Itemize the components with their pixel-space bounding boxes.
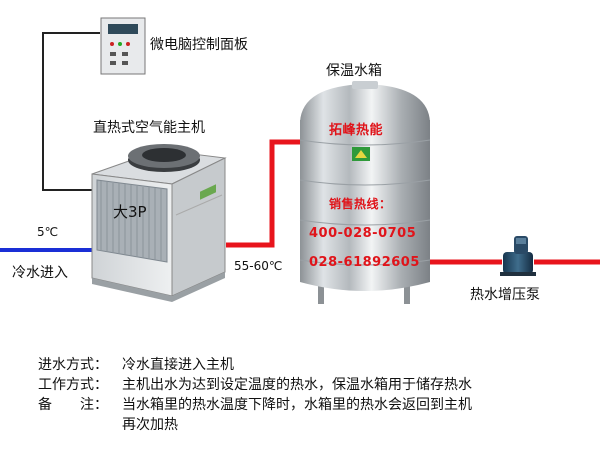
note-value: 当水箱里的热水温度下降时，水箱里的热水会返回到主机 [122,397,472,413]
notes-block: 进水方式： 冷水直接进入主机 工作方式： 主机出水为达到设定温度的热水，保温水箱… [38,355,472,435]
note-row: 再次加热 [38,415,472,435]
heat-pump-title: 直热式空气能主机 [93,120,205,136]
tank-title: 保温水箱 [326,63,382,79]
booster-pump-icon [500,236,536,276]
note-row: 进水方式： 冷水直接进入主机 [38,355,472,375]
tank-phone-1: 400-028-0705 [309,226,417,241]
note-row: 工作方式： 主机出水为达到设定温度的热水，保温水箱用于储存热水 [38,375,472,395]
note-row: 备 注： 当水箱里的热水温度下降时，水箱里的热水会返回到主机 [38,395,472,415]
hot-pipe-unit-to-tank [226,139,302,248]
tank-brand-text: 拓峰热能 [329,123,384,138]
note-key: 备 注： [38,397,108,413]
inlet-temp-label: 5℃ [37,225,59,239]
outlet-temp-label: 55-60℃ [234,259,283,273]
heat-pump-unit-icon [91,144,227,302]
note-key [38,415,122,435]
note-value: 主机出水为达到设定温度的热水，保温水箱用于储存热水 [122,377,472,393]
note-value: 再次加热 [122,417,178,433]
note-key: 工作方式： [38,377,108,393]
unit-badge: 大3P [113,203,147,221]
control-panel-icon [100,17,146,75]
note-key: 进水方式： [38,357,108,373]
control-wire [42,32,100,191]
note-value: 冷水直接进入主机 [122,357,234,373]
booster-pump-label: 热水增压泵 [470,287,540,303]
control-panel-label: 微电脑控制面板 [150,37,248,53]
tank-phone-2: 028-61892605 [309,255,420,270]
tank-hotline-label: 销售热线： [329,197,392,211]
storage-tank-icon [299,81,431,304]
cold-water-in-label: 冷水进入 [12,265,68,281]
